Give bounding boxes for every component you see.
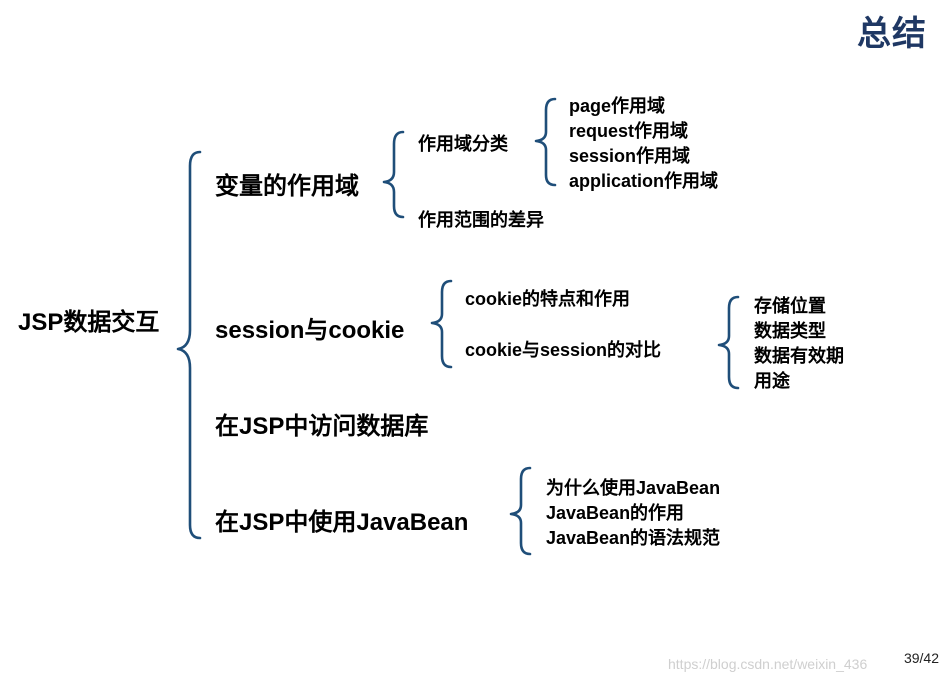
list-item: 用途 <box>754 371 790 391</box>
classification-brace <box>534 97 557 187</box>
list-item: 为什么使用JavaBean <box>546 478 721 498</box>
root-node: JSP数据交互 <box>18 309 160 336</box>
list-item: session作用域 <box>569 146 691 166</box>
list-item: JavaBean的作用 <box>546 503 685 523</box>
node-cookie-session-comparison: cookie与session的对比 <box>465 340 662 360</box>
root-brace <box>176 150 202 540</box>
comparison-list: 存储位置 数据类型 数据有效期 用途 <box>754 294 844 394</box>
node-database-access: 在JSP中访问数据库 <box>215 413 429 440</box>
comparison-brace <box>717 295 740 390</box>
page-number: 39/42 <box>903 650 939 666</box>
session-cookie-brace <box>430 279 453 369</box>
node-cookie-features: cookie的特点和作用 <box>465 289 631 309</box>
scope-classification-list: page作用域 request作用域 session作用域 applicatio… <box>569 94 718 194</box>
list-item: 存储位置 <box>754 296 826 316</box>
list-item: application作用域 <box>569 171 719 191</box>
javabean-list: 为什么使用JavaBean JavaBean的作用 JavaBean的语法规范 <box>546 476 720 551</box>
javabean-brace <box>509 466 532 556</box>
list-item: page作用域 <box>569 96 666 116</box>
list-item: JavaBean的语法规范 <box>546 528 721 548</box>
node-scope-difference: 作用范围的差异 <box>418 210 544 230</box>
node-variable-scope: 变量的作用域 <box>215 173 359 200</box>
watermark: https://blog.csdn.net/weixin_436 <box>668 656 868 672</box>
slide-title: 总结 <box>857 15 927 53</box>
node-session-cookie: session与cookie <box>215 317 405 344</box>
node-scope-classification: 作用域分类 <box>418 134 508 154</box>
node-javabean: 在JSP中使用JavaBean <box>215 509 469 536</box>
list-item: 数据类型 <box>754 321 826 341</box>
list-item: 数据有效期 <box>754 346 844 366</box>
list-item: request作用域 <box>569 121 689 141</box>
scope-brace <box>382 130 405 219</box>
